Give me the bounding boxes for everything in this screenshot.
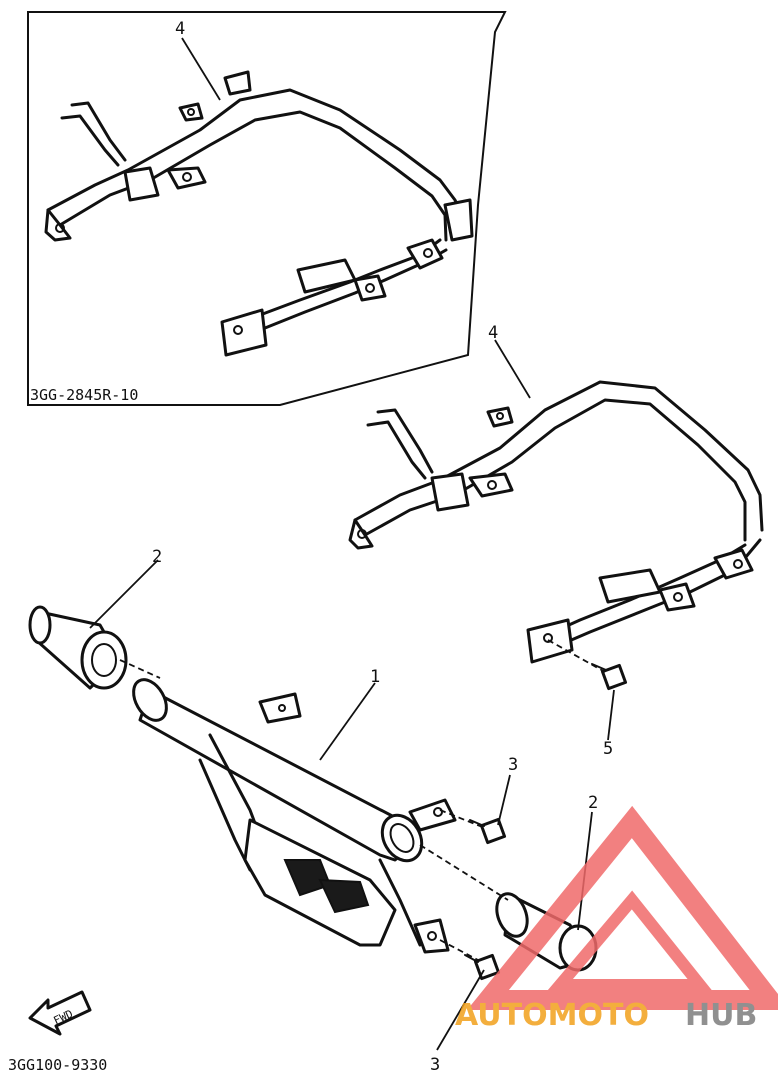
watermark-text-hub: HUB <box>685 998 757 1033</box>
callout-left-cap: 2 <box>152 547 162 567</box>
callout-rear-bolt: 5 <box>603 739 613 759</box>
callout-main-guard: 4 <box>488 323 498 343</box>
left-end-cap <box>28 605 128 690</box>
inset-frame <box>27 11 507 406</box>
callout-bar: 1 <box>370 667 380 687</box>
callout-lower-bolt: 3 <box>430 1055 440 1075</box>
bolt-rear <box>591 663 628 691</box>
watermark-logo: AUTOMOTO HUB <box>455 805 778 1033</box>
bolt-upper <box>469 817 507 845</box>
crash-bar <box>132 678 457 954</box>
callout-inset-guard: 4 <box>175 19 185 39</box>
callout-right-cap: 2 <box>588 793 598 813</box>
fwd-arrow: FWD <box>28 990 92 1036</box>
callout-upper-bolt: 3 <box>508 755 518 775</box>
alignment-lines <box>119 639 606 961</box>
watermark-text-automoto: AUTOMOTO <box>455 998 649 1033</box>
leader-lines <box>89 37 615 1051</box>
inset-guard-rail <box>44 70 474 357</box>
inset-part-code: 3GG-2845R-10 <box>30 386 138 404</box>
drawing-code: 3GG100-9330 <box>8 1056 107 1074</box>
bolt-lower <box>464 953 501 981</box>
main-guard-rail <box>348 380 764 664</box>
